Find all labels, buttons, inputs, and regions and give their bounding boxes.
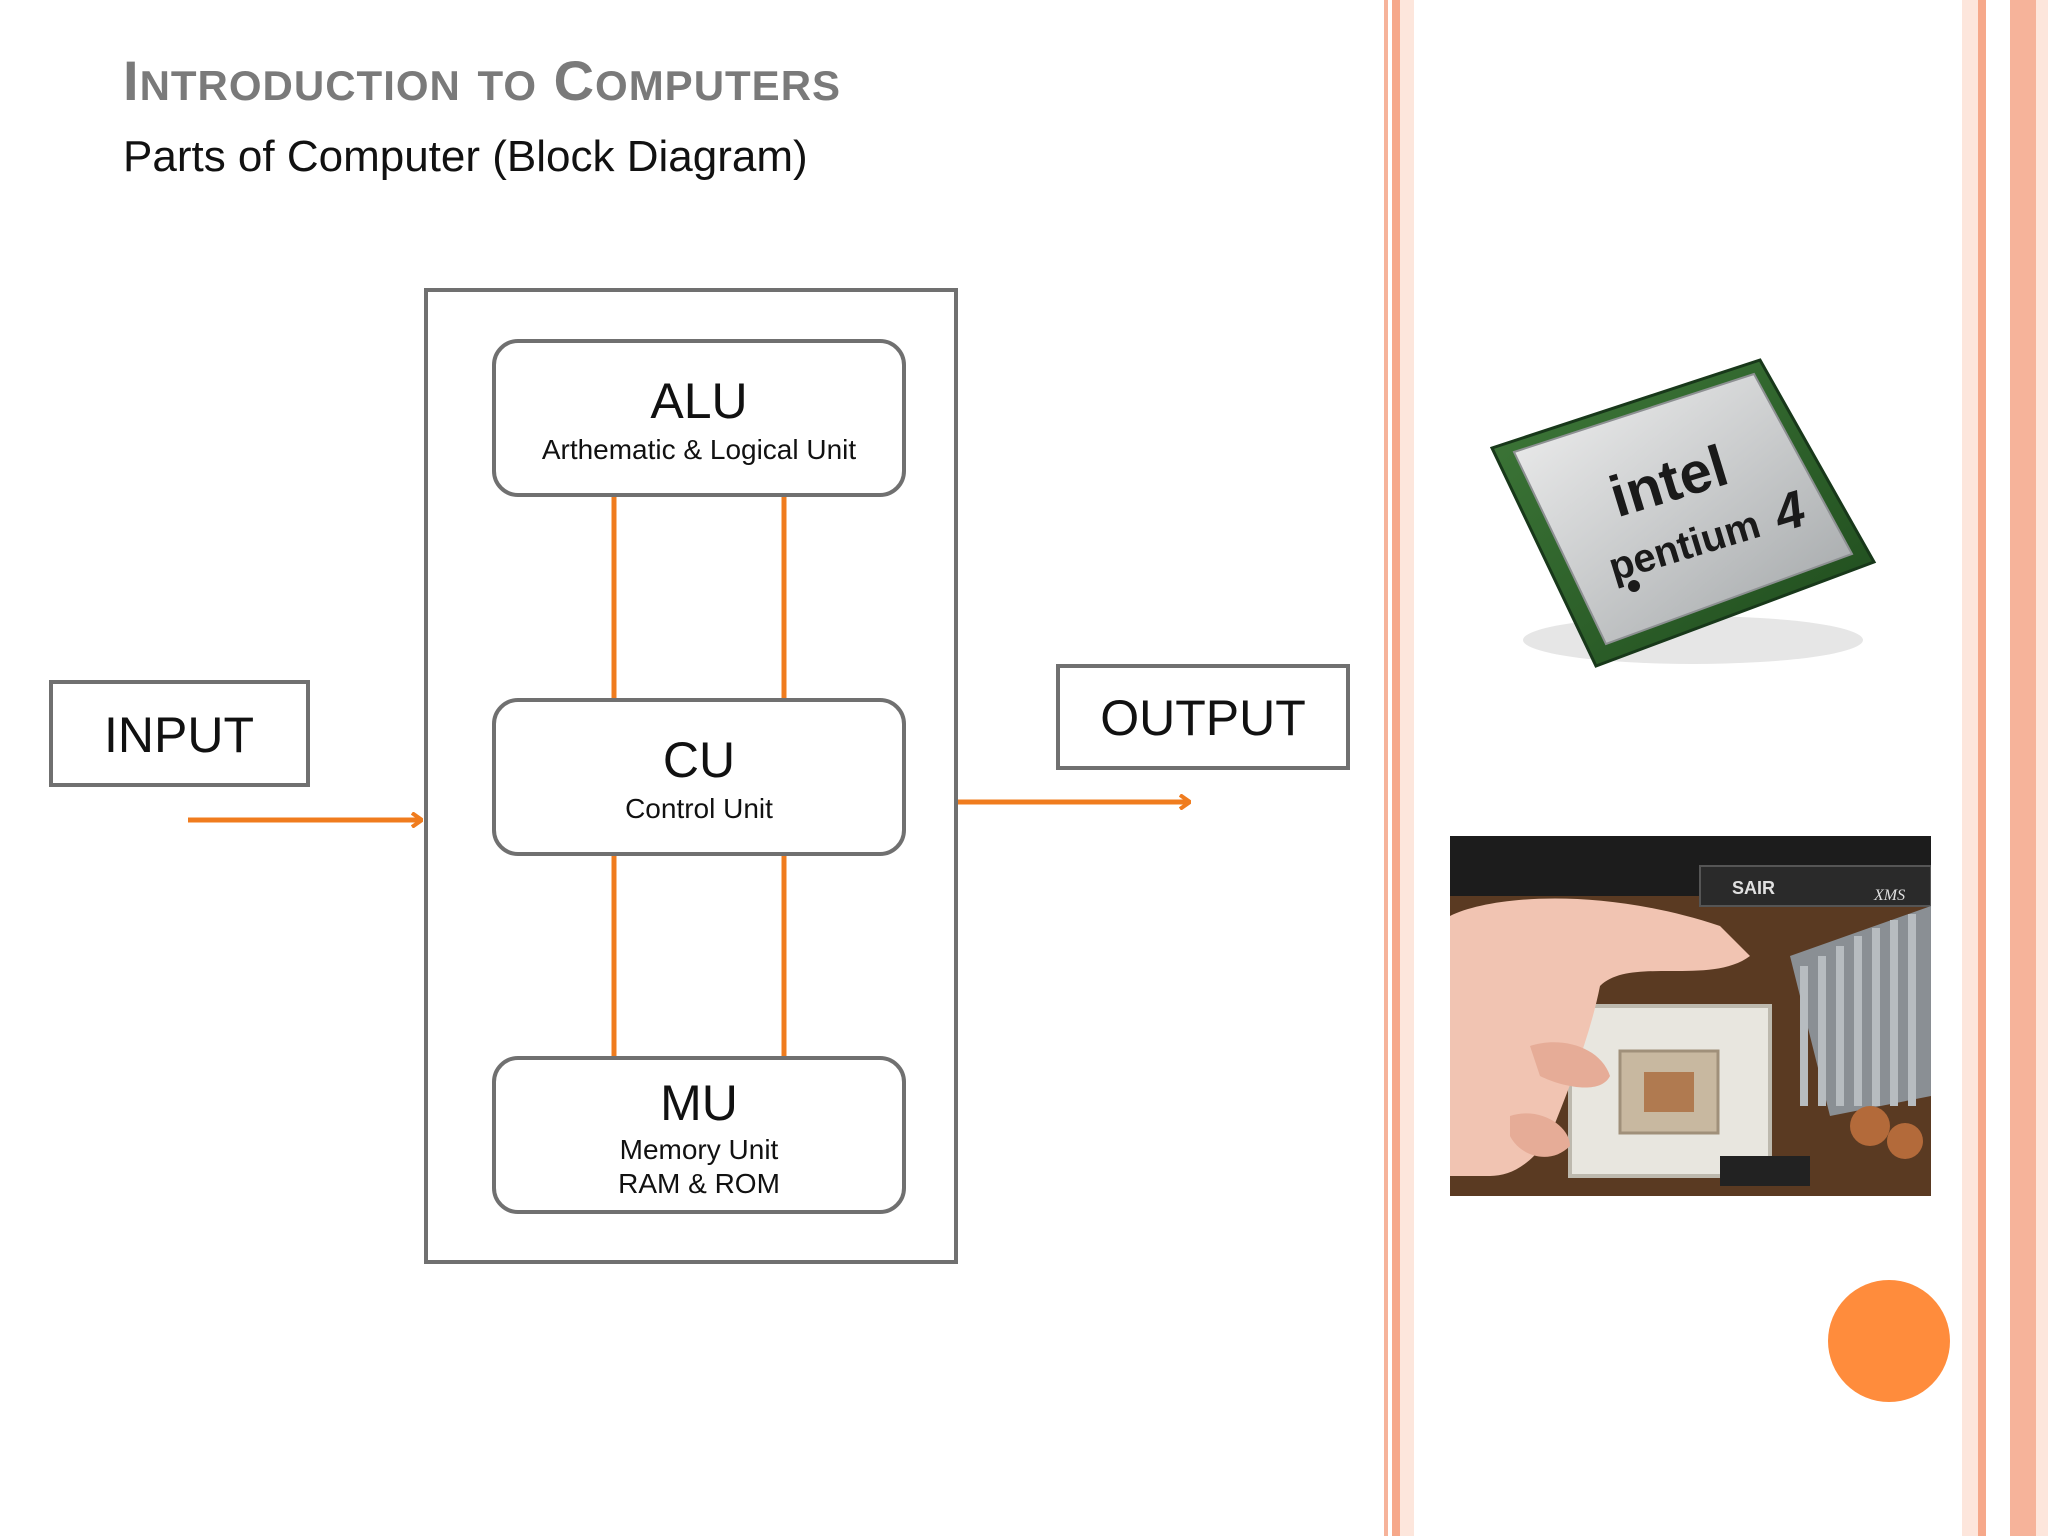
output-label: OUTPUT: [1100, 690, 1306, 746]
ram-label: SAIR: [1732, 878, 1775, 898]
title-word-2: to: [477, 62, 538, 109]
mu-description-line1: Memory Unit: [620, 1134, 779, 1165]
title-word-3: Computers: [553, 49, 842, 112]
cu-block: CU Control Unit: [492, 698, 906, 856]
slide-title: Introduction to Computers: [123, 48, 841, 113]
mu-block: MU Memory Unit RAM & ROM: [492, 1056, 906, 1214]
alu-block: ALU Arthematic & Logical Unit: [492, 339, 906, 497]
input-block: INPUT: [49, 680, 310, 787]
alu-name: ALU: [650, 373, 747, 429]
output-block: OUTPUT: [1056, 664, 1350, 770]
decorative-border-stripes: [1376, 0, 2048, 1536]
ram-label-2: XMS: [1873, 887, 1905, 904]
slide-subtitle: Parts of Computer (Block Diagram): [123, 132, 808, 181]
cu-description: Control Unit: [625, 793, 773, 824]
cpu-outer-box: [424, 288, 958, 1264]
cpu-chip-image: intel pentium 4: [1478, 340, 1898, 700]
alu-description: Arthematic & Logical Unit: [542, 434, 857, 465]
title-word-1: Introduction: [123, 49, 461, 112]
cu-name: CU: [663, 732, 735, 788]
decorative-orange-circle: [1828, 1280, 1950, 1402]
block-diagram: ALU Arthematic & Logical Unit CU Control…: [49, 288, 1350, 1264]
input-label: INPUT: [104, 707, 254, 763]
motherboard-socket-image: SAIR XMS: [1450, 836, 1931, 1196]
mu-description-line2: RAM & ROM: [618, 1168, 780, 1199]
mu-name: MU: [660, 1075, 738, 1131]
